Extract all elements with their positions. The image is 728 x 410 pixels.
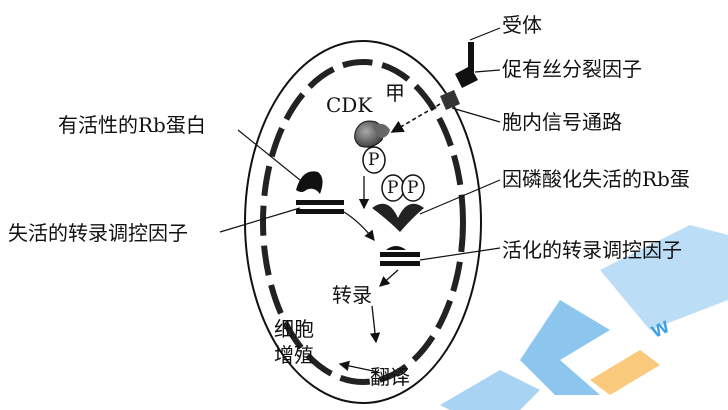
inactive-tf-shape: [219, 200, 375, 242]
cdk-shape: [354, 120, 390, 148]
label-mitogen: 促有丝分裂因子: [502, 57, 642, 81]
label-p-rb-1: P: [387, 178, 399, 198]
label-cell-line2: 增殖: [274, 343, 314, 367]
phosphate-circle-rb-2: [401, 174, 425, 202]
label-activated-tf: 活化的转录调控因子: [502, 238, 682, 262]
label-p-cdk: P: [368, 150, 380, 170]
label-receptor: 受体: [502, 13, 542, 37]
label-jia: 甲: [385, 81, 405, 105]
label-cdk: CDK: [326, 93, 373, 117]
cell-membrane: [244, 40, 482, 404]
active-rb-shape: [237, 129, 323, 194]
watermark: w: [440, 225, 728, 410]
activated-tf-shape: [379, 246, 501, 287]
label-inactive-tf: 失活的转录调控因子: [8, 221, 188, 245]
label-transcription: 转录: [332, 283, 372, 307]
phosphate-circle-cdk: [362, 146, 386, 174]
label-active-rb: 有活性的Rb蛋白: [58, 113, 206, 137]
receptor-shape: [468, 27, 501, 82]
mitogen-shape: [455, 66, 501, 88]
label-cell-line1: 细胞: [274, 317, 314, 341]
nuclear-envelope: [260, 59, 466, 385]
phospho-rb-shape: [372, 179, 501, 232]
label-translation: 翻译: [370, 365, 410, 389]
label-p-rb-2: P: [407, 178, 419, 198]
label-signal-pathway: 胞内信号通路: [502, 110, 622, 134]
signal-pathway-shape: [390, 90, 501, 133]
label-phospho-rb: 因磷酸化失活的Rb蛋: [502, 167, 690, 191]
